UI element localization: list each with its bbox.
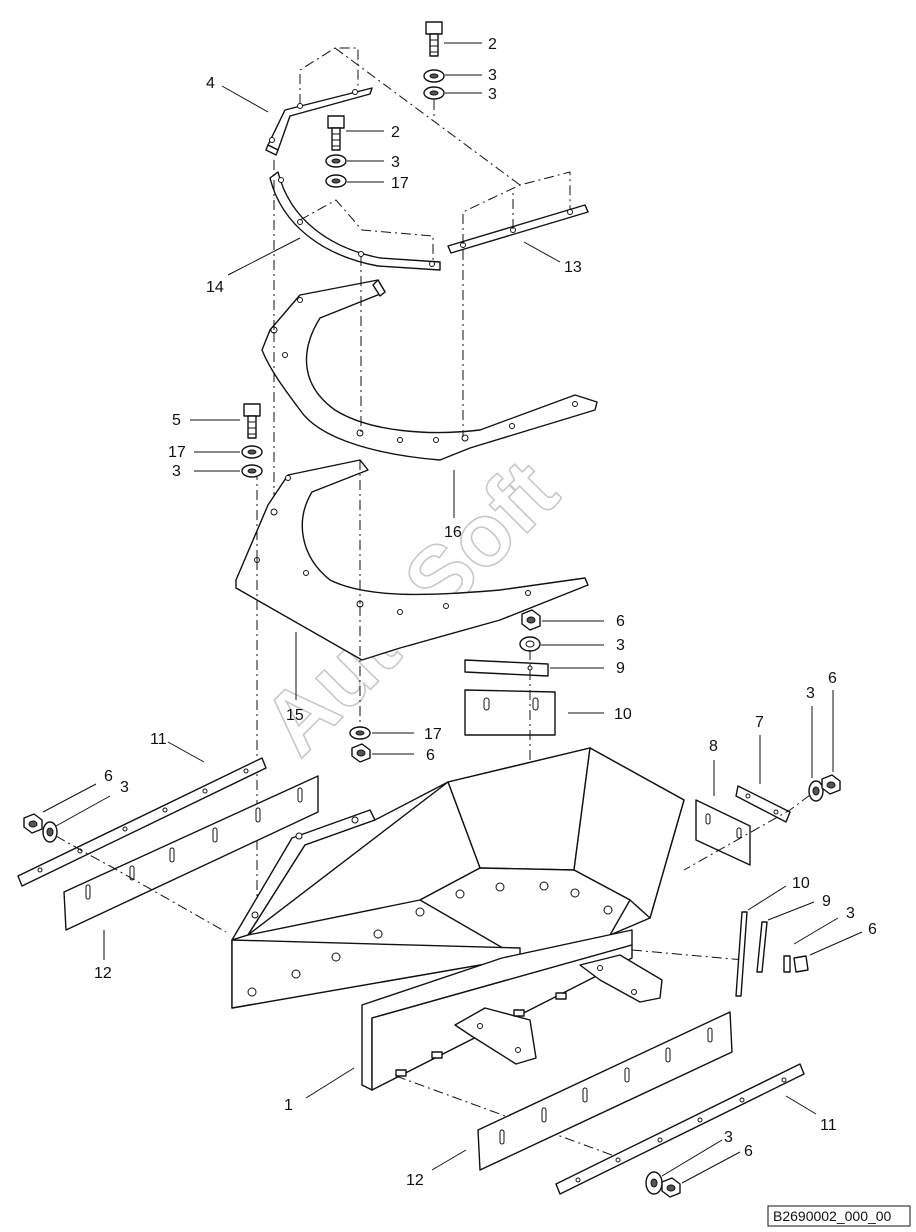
- assembly-line: [55, 835, 227, 933]
- callout-17: 17: [168, 444, 186, 461]
- leader-lines: [42, 42, 863, 1184]
- part-7-strip: [735, 785, 791, 823]
- callout-10: 10: [792, 875, 810, 892]
- reference-code: B2690002_000_00: [773, 1208, 892, 1224]
- callout-3: 3: [172, 463, 181, 480]
- callout-4: 4: [206, 75, 215, 92]
- assembly-line: [299, 199, 434, 262]
- washer-3-mid: [325, 154, 347, 168]
- part-8-plate: [695, 799, 751, 866]
- part-10-right-bar: [735, 911, 748, 997]
- callout-6: 6: [616, 613, 625, 630]
- callout-7: 7: [755, 714, 764, 731]
- part-9-right-bar: [756, 921, 768, 973]
- washer-17-mid: [325, 174, 347, 188]
- callout-2: 2: [488, 36, 497, 53]
- callout-12: 12: [406, 1172, 424, 1189]
- callout-3: 3: [616, 637, 625, 654]
- nut-6-right: [821, 774, 841, 795]
- washer-3-left-bottom: [42, 821, 58, 843]
- callout-2: 2: [391, 124, 400, 141]
- nut-6-bottom-right: [661, 1177, 681, 1198]
- washer-3-top-a: [423, 69, 445, 83]
- part-14-curved-strip: [269, 171, 441, 271]
- callout-3: 3: [724, 1129, 733, 1146]
- callout-6: 6: [104, 768, 113, 785]
- strip-9-center: [464, 659, 549, 677]
- washer-3-center: [519, 636, 541, 652]
- washer-3-top-b: [423, 86, 445, 100]
- nut-6-center: [521, 609, 541, 631]
- nut-6-left: [23, 813, 43, 834]
- callout-3: 3: [488, 67, 497, 84]
- callout-3: 3: [120, 779, 129, 796]
- plate-10-center: [464, 689, 556, 736]
- reference-code-box: B2690002_000_00: [767, 1205, 911, 1227]
- callout-9: 9: [822, 893, 831, 910]
- washer-3-left: [241, 464, 263, 478]
- assembly-line: [683, 794, 811, 871]
- callout-3: 3: [846, 905, 855, 922]
- bolt-5: [243, 403, 261, 439]
- part-1-hopper: [231, 747, 685, 1091]
- callout-3: 3: [391, 154, 400, 171]
- bolt-2-mid: [327, 115, 345, 151]
- callout-11: 11: [820, 1117, 837, 1134]
- bolt-2-top: [425, 21, 443, 57]
- callout-6: 6: [426, 747, 435, 764]
- assembly-line: [334, 47, 521, 186]
- part-11-right-strip: [555, 1063, 805, 1195]
- callout-12: 12: [94, 965, 112, 982]
- washer-17-bottom: [349, 726, 371, 740]
- part-12-right-plate: [477, 1011, 733, 1171]
- part-12-left-plate: [63, 775, 319, 931]
- callout-9: 9: [616, 660, 625, 677]
- callout-6: 6: [868, 921, 877, 938]
- part-13-bar: [447, 204, 589, 254]
- washer-3-right: [808, 780, 824, 802]
- callout-8: 8: [709, 738, 718, 755]
- part-11-left-strip: [17, 757, 267, 887]
- callout-16: 16: [444, 524, 462, 541]
- part-16-curved-plate: [261, 279, 598, 461]
- callout-3: 3: [488, 86, 497, 103]
- callout-17: 17: [424, 726, 442, 743]
- callout-13: 13: [564, 259, 582, 276]
- callout-6: 6: [744, 1143, 753, 1160]
- nut-6-bottom: [351, 743, 371, 763]
- callout-10: 10: [614, 706, 632, 723]
- washer-17-left: [241, 445, 263, 459]
- callout-14: 14: [206, 279, 224, 296]
- washer-3-bottom-right: [645, 1171, 663, 1195]
- washer-3-right-small: [783, 955, 791, 973]
- callout-17: 17: [391, 175, 409, 192]
- part-4-bracket: [265, 87, 373, 156]
- callout-1: 1: [284, 1097, 293, 1114]
- assembly-line: [631, 949, 745, 961]
- assembly-line: [462, 171, 571, 244]
- callout-6: 6: [828, 670, 837, 687]
- callout-5: 5: [172, 412, 181, 429]
- nut-6-right-small: [793, 955, 809, 973]
- callout-3: 3: [806, 685, 815, 702]
- callout-11: 11: [150, 731, 167, 748]
- callout-15: 15: [286, 707, 304, 724]
